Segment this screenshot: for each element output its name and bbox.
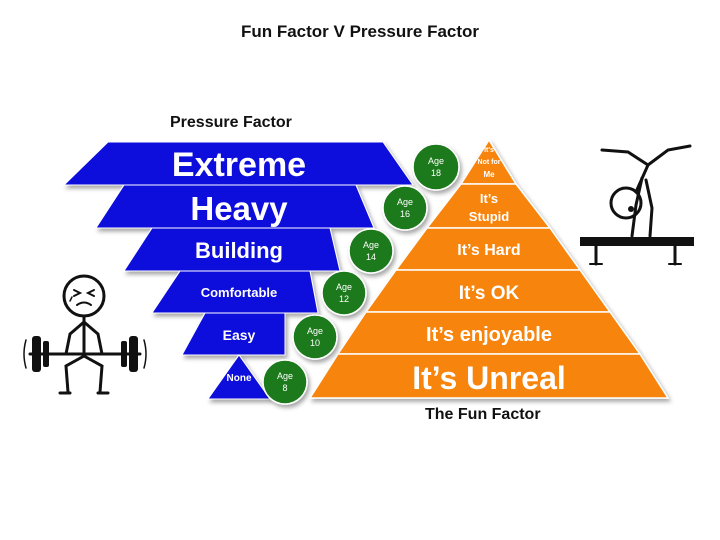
fun-text-unreal: It’s Unreal [412,360,566,396]
fun-text-its-small: It's [484,147,494,154]
age-circle-8 [262,359,308,405]
fun-text-hard: It’s Hard [457,242,520,259]
fun-text-me: Me [483,170,495,179]
fun-text-enjoyable: It’s enjoyable [426,324,552,346]
age-word-18: Age [428,156,444,166]
pressure-text-heavy: Heavy [190,190,288,227]
age-circle-16 [382,185,428,231]
pressure-level-easy [181,312,286,356]
fun-factor-label: The Fun Factor [425,406,541,423]
page-title: Fun Factor V Pressure Factor [240,22,480,41]
weightlifter-illustration [23,274,147,395]
pressure-text-easy: Easy [223,327,256,343]
fun-text-ok: It’s OK [459,283,520,304]
pressure-level-extreme [62,141,414,186]
pressure-factor-label: Pressure Factor [170,114,292,131]
age-word-10: Age [307,326,323,336]
fun-pyramid [308,138,670,399]
fun-text-stupid: Stupid [469,209,509,224]
age-word-16: Age [397,197,413,207]
age-word-14: Age [363,240,379,250]
age-num-8: 8 [282,383,287,393]
fun-text-its: It’s [480,191,498,206]
pressure-text-comfortable: Comfortable [201,285,278,300]
age-num-10: 10 [310,338,320,348]
pressure-text-none: None [227,373,252,384]
age-circle-14 [348,228,394,274]
pressure-text-extreme: Extreme [172,146,306,184]
age-word-8: Age [277,371,293,381]
age-circle-10 [292,314,338,360]
age-num-12: 12 [339,294,349,304]
age-num-16: 16 [400,209,410,219]
pressure-level-none [207,354,271,400]
fun-text-not-for: Not for [478,159,501,166]
gymnast-illustration [580,144,694,266]
age-circle-18 [412,143,460,191]
age-circle-12 [321,270,367,316]
fun-level-unreal [308,353,670,399]
age-num-14: 14 [366,252,376,262]
pressure-pyramid [62,141,414,400]
age-word-12: Age [336,282,352,292]
pressure-text-building: Building [195,238,283,263]
pressure-level-comfortable [151,270,319,314]
pressure-level-heavy [95,184,375,229]
age-num-18: 18 [431,168,441,178]
